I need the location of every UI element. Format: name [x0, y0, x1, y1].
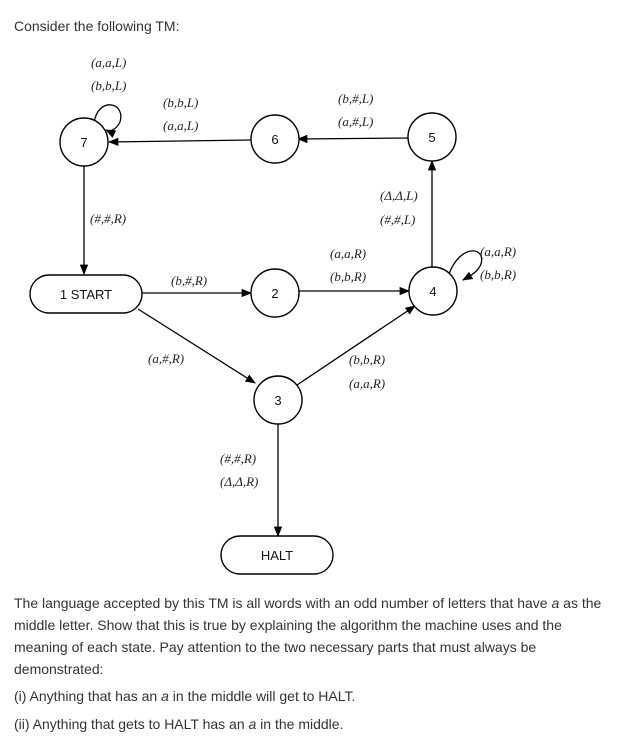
state-3: [253, 375, 303, 425]
state-5-label: 5: [428, 130, 435, 145]
edge-6-7-label-2: (a,a,L): [163, 118, 198, 133]
state-4: [408, 266, 458, 316]
state-2: [250, 268, 300, 318]
edge-4-5-label-1: (Δ,Δ,L): [380, 188, 418, 203]
edge-2-4-label-2: (b,b,R): [330, 269, 366, 284]
edge-5-6-label-2: (a,#,L): [338, 114, 373, 129]
edge-3-to-4: [296, 305, 416, 386]
part-1-text-2: in the middle will get to HALT.: [168, 688, 356, 704]
edge-2-4-label-1: (a,a,R): [330, 246, 366, 261]
loop4-label-2: (b,b,R): [480, 267, 516, 282]
requirement-part-1: (i) Anything that has an a in the middle…: [14, 688, 355, 704]
intro-text: Consider the following TM:: [14, 18, 180, 34]
state-start-label: 1 START: [60, 287, 112, 302]
edge-4-loop: [448, 250, 483, 281]
state-halt-label: HALT: [261, 548, 293, 563]
edge-6-to-7: [107, 137, 252, 147]
edge-7-loop: [93, 104, 122, 138]
state-5: [407, 112, 457, 162]
edge-5-6-label-1: (b,#,L): [338, 91, 373, 106]
loop7-label-1: (a,a,L): [91, 55, 126, 70]
part-2-text-2: in the middle.: [256, 716, 344, 732]
description-text-2: as the middle letter. Show that this is …: [14, 595, 602, 677]
state-6: [250, 114, 300, 164]
state-6-label: 6: [271, 132, 278, 147]
state-7-label: 7: [80, 135, 87, 150]
state-halt: [220, 535, 334, 575]
edge-5-to-6: [296, 134, 410, 144]
edge-3-halt-label-1: (#,#,R): [220, 451, 256, 466]
edge-4-5-label-2: (#,#,L): [380, 212, 415, 227]
loop7-label-2: (b,b,L): [91, 78, 126, 93]
loop4-label-1: (a,a,R): [480, 244, 516, 259]
state-3-label: 3: [274, 393, 281, 408]
edge-start-2-label: (b,#,R): [171, 273, 207, 288]
language-description: The language accepted by this TM is all …: [14, 592, 606, 680]
part-2-text-1: (ii) Anything that gets to HALT has an: [14, 716, 249, 732]
part-2-emphasis: a: [248, 716, 257, 732]
description-text-1: The language accepted by this TM is all …: [14, 595, 552, 611]
description-emphasis: a: [551, 595, 560, 611]
edge-7-start-label: (#,#,R): [90, 211, 126, 226]
state-7: [59, 117, 109, 167]
edge-3-4-label-1: (b,b,R): [349, 352, 385, 367]
edge-3-4-label-2: (a,a,R): [349, 376, 385, 391]
edge-start-3-label: (a,#,R): [148, 351, 184, 366]
state-4-label: 4: [429, 284, 436, 299]
state-start: [29, 274, 143, 314]
state-2-label: 2: [271, 286, 278, 301]
turing-machine-diagram: 7 6 5 4 2 3 1 START HALT (a,a,L) (b,b,L)…: [29, 55, 516, 575]
requirement-part-2: (ii) Anything that gets to HALT has an a…: [14, 716, 343, 732]
part-1-emphasis: a: [161, 688, 169, 704]
edge-6-7-label-1: (b,b,L): [163, 95, 198, 110]
part-1-text-1: (i) Anything that has an: [14, 688, 162, 704]
edge-3-halt-label-2: (Δ,Δ,R): [220, 474, 258, 489]
edge-start-to-3: [137, 308, 256, 384]
